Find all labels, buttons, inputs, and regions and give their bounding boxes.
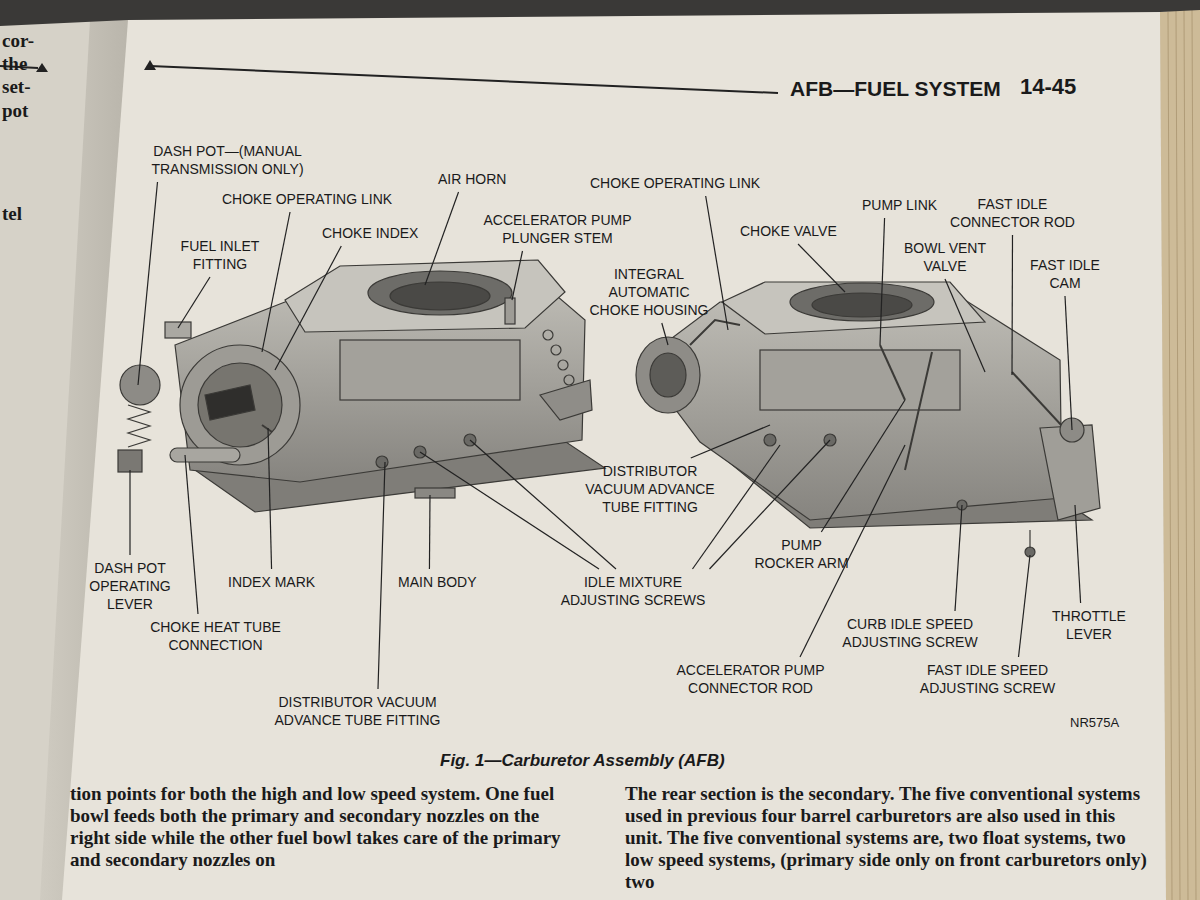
part-label: FAST IDLE SPEED ADJUSTING SCREW (910, 661, 1065, 697)
leader-line (178, 277, 210, 328)
part-label: INTEGRAL AUTOMATIC CHOKE HOUSING (585, 265, 713, 319)
part-label: CHOKE OPERATING LINK (590, 174, 760, 192)
body-text: The rear section is the secondary. The f… (625, 783, 1150, 893)
part-label: PUMP ROCKER ARM (752, 536, 851, 572)
part-label: FUEL INLET FITTING (170, 237, 270, 273)
leader-line (955, 505, 962, 611)
leader-line (262, 212, 290, 352)
part-label: DASH POT OPERATING LEVER (85, 559, 175, 613)
leader-line (1065, 296, 1072, 430)
leader-line (138, 182, 158, 385)
margin-text: pot (2, 102, 28, 120)
dark-band (0, 0, 1200, 26)
part-label: BOWL VENT VALVE (890, 239, 1000, 275)
leader-line (691, 425, 770, 458)
leader-line (425, 192, 459, 285)
part-label: CHOKE HEAT TUBE CONNECTION (128, 618, 303, 654)
leader-line (945, 279, 985, 372)
part-label: CHOKE OPERATING LINK (222, 190, 392, 208)
part-label: DISTRIBUTOR VACUUM ADVANCE TUBE FITTING (582, 462, 718, 516)
part-label: IDLE MIXTURE ADJUSTING SCREWS (548, 573, 718, 609)
figure-code: NR575A (1070, 714, 1119, 732)
part-label: ACCELERATOR PUMP CONNECTOR ROD (668, 661, 833, 697)
leader-line (275, 246, 341, 370)
leader-line (185, 455, 198, 614)
part-label: ACCELERATOR PUMP PLUNGER STEM (470, 211, 645, 247)
right-carburetor (636, 282, 1100, 557)
page-title: AFB—FUEL SYSTEM (790, 80, 1001, 98)
figure-caption: Fig. 1—Carburetor Assembly (AFB) (440, 752, 725, 770)
leader-line (470, 440, 616, 569)
part-label: THROTTLE LEVER (1047, 607, 1131, 643)
leader-line (1019, 555, 1031, 657)
part-label: FAST IDLE CONNECTOR ROD (940, 195, 1085, 231)
margin-text: the (2, 55, 27, 73)
part-label: DISTRIBUTOR VACUUM ADVANCE TUBE FITTING (255, 693, 460, 729)
part-label: MAIN BODY (398, 573, 477, 591)
leader-line (706, 196, 728, 330)
leader-line (821, 400, 905, 532)
page-edge-lines (1168, 9, 1196, 900)
leader-line (420, 452, 599, 569)
part-label: FAST IDLE CAM (1028, 256, 1102, 292)
page-edges (1160, 8, 1200, 900)
page-sheet (62, 12, 1166, 900)
header-rule (0, 60, 778, 93)
part-label: AIR HORN (438, 170, 506, 188)
leader-line (512, 251, 523, 300)
page-number: 14-45 (1020, 78, 1076, 96)
left-carburetor (118, 260, 605, 512)
leader-line (798, 244, 845, 292)
leader-line (429, 495, 431, 569)
leader-line (268, 428, 272, 569)
part-label: CHOKE VALVE (740, 222, 837, 240)
margin-text: tel (2, 205, 22, 223)
leader-line (880, 218, 885, 345)
leader-line (1075, 505, 1081, 603)
leader-lines (130, 182, 1081, 689)
margin-text: set- (2, 78, 30, 96)
body-text: tion points for both the high and low sp… (70, 783, 570, 871)
leader-line (1011, 235, 1013, 375)
part-label: INDEX MARK (228, 573, 315, 591)
leader-line (662, 323, 668, 345)
leader-line (378, 462, 385, 689)
part-label: PUMP LINK (862, 196, 937, 214)
leader-line (129, 470, 130, 555)
margin-text: cor- (2, 32, 34, 50)
part-label: DASH POT—(MANUAL TRANSMISSION ONLY) (140, 142, 315, 178)
part-label: CURB IDLE SPEED ADJUSTING SCREW (835, 615, 985, 651)
part-label: CHOKE INDEX (322, 224, 418, 242)
